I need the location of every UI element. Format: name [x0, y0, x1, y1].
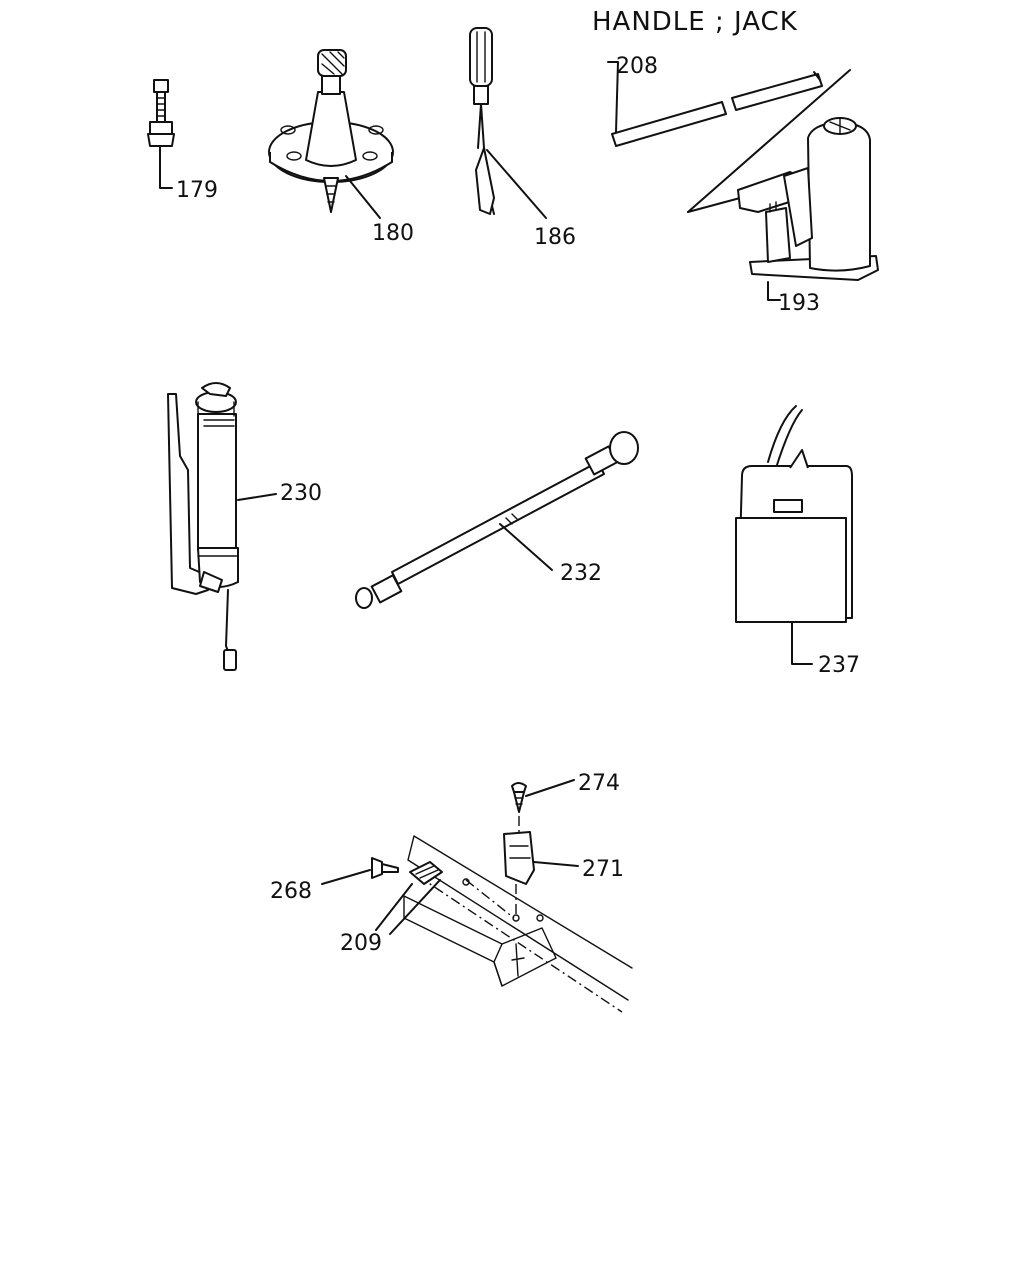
callout-268: 268: [270, 879, 312, 904]
part-230-grease-gun: [167, 382, 277, 671]
callout-230: 230: [280, 481, 322, 506]
mounting-assembly: [321, 779, 633, 1013]
part-232-hose: [355, 431, 639, 609]
callout-274: 274: [578, 771, 620, 796]
callout-232: 232: [560, 561, 602, 586]
part-186-screwdriver: [469, 27, 547, 219]
part-179-bolt: [147, 79, 175, 189]
section-heading: HANDLE ; JACK: [592, 7, 798, 37]
callout-271: 271: [582, 857, 624, 882]
callout-208: 208: [616, 54, 658, 79]
callout-186: 186: [534, 225, 576, 250]
callout-209: 209: [340, 931, 382, 956]
part-237-tool-bag: [735, 405, 853, 665]
part-193-bottle-jack: [687, 69, 879, 301]
part-180-stand: [268, 49, 394, 219]
callout-179: 179: [176, 178, 218, 203]
callout-193: 193: [778, 291, 820, 316]
part-208-jack-handle: [607, 61, 823, 147]
callout-180: 180: [372, 221, 414, 246]
callout-237: 237: [818, 653, 860, 678]
